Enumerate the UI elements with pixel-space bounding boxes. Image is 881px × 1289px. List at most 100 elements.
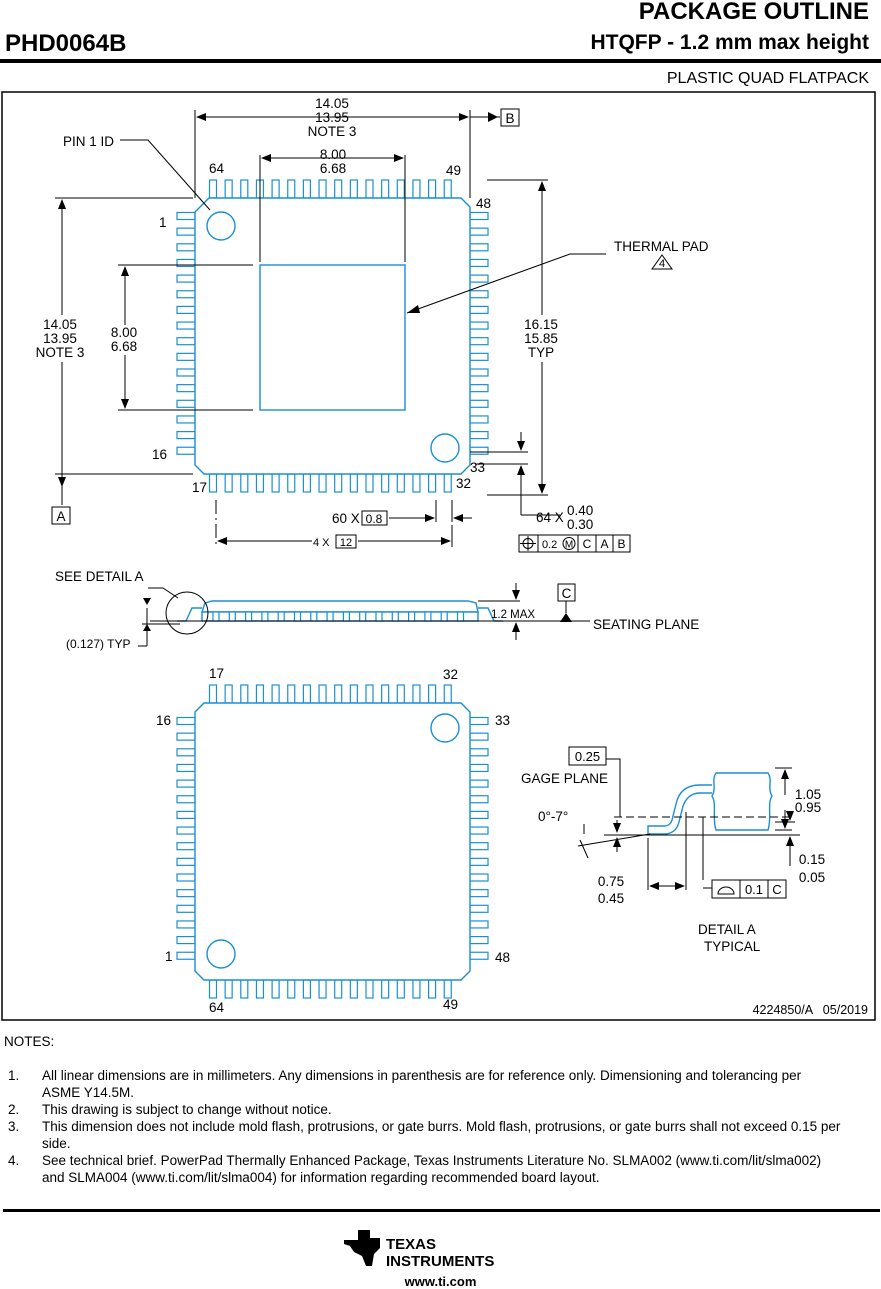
- standoff-ref: (0.127) TYP: [66, 637, 130, 651]
- pin-49-label: 49: [446, 163, 461, 178]
- flatness-frame: 0.1 C: [711, 879, 787, 899]
- lead: [412, 684, 421, 704]
- lead: [318, 473, 327, 493]
- datum-b: B: [505, 111, 514, 126]
- pitch-box: [361, 510, 388, 526]
- span-typ: TYP: [528, 345, 554, 360]
- lead: [212, 611, 220, 622]
- lead: [271, 684, 280, 704]
- lead: [224, 473, 233, 493]
- lead: [391, 611, 399, 622]
- lead: [176, 857, 196, 866]
- pin-1-label: 1: [159, 215, 167, 230]
- lead: [381, 473, 390, 493]
- lead: [365, 684, 374, 704]
- lead: [424, 611, 432, 622]
- lead: [176, 810, 196, 820]
- lead: [396, 979, 405, 999]
- lead: [469, 305, 489, 314]
- pin-32-label: 32: [456, 476, 471, 491]
- lead: [176, 399, 196, 408]
- drawing-number: 4224850/A 05/2019: [753, 1003, 868, 1017]
- lead-height-max: 1.05: [795, 787, 821, 802]
- lead: [443, 473, 452, 493]
- lead: [469, 321, 489, 330]
- lead: [176, 732, 196, 741]
- detail-a-view: [647, 772, 773, 835]
- page-title: PACKAGE OUTLINE: [638, 0, 869, 25]
- lead: [469, 716, 489, 726]
- bottom-view-body: [194, 702, 471, 981]
- gage-label: GAGE PLANE: [521, 771, 608, 786]
- lead: [287, 473, 296, 493]
- flatness-datum: C: [772, 882, 781, 897]
- lead: [310, 611, 318, 622]
- footer-rule: [3, 1209, 880, 1212]
- profile-surface-icon: [717, 886, 735, 895]
- note-triangle-icon: [651, 254, 673, 270]
- lead: [443, 179, 452, 199]
- drawing-frame: [1, 91, 876, 1021]
- lead: [469, 904, 489, 913]
- lead: [408, 611, 416, 622]
- lead: [302, 684, 311, 704]
- lead: [396, 684, 405, 704]
- bottom-pin1-mark: [206, 939, 236, 969]
- lead: [469, 732, 489, 741]
- lead: [293, 611, 302, 622]
- lead: [176, 211, 196, 221]
- pin1-marker: [206, 211, 236, 241]
- header-rule: [0, 59, 881, 63]
- lead: [469, 873, 489, 882]
- bottom-pin-33: 33: [495, 713, 510, 728]
- lead: [469, 415, 489, 424]
- lead: [412, 473, 421, 493]
- pad-width-min: 6.68: [320, 161, 346, 176]
- lead: [469, 243, 489, 252]
- lead: [469, 384, 489, 393]
- lead: [261, 611, 269, 622]
- tolerance-modifier: M: [565, 540, 573, 551]
- max-height: 1.2 MAX: [491, 609, 535, 621]
- foot-min: 0.45: [598, 891, 624, 906]
- bottom-view-leads: [176, 684, 489, 999]
- lead: [176, 431, 196, 440]
- notes-title: NOTES:: [4, 1034, 55, 1049]
- lead: [334, 179, 343, 199]
- pin-17-label: 17: [192, 480, 207, 495]
- lead: [176, 763, 196, 773]
- group-box: [335, 534, 357, 549]
- lead: [240, 179, 249, 199]
- lead: [176, 368, 196, 377]
- lead: [176, 321, 196, 330]
- lead: [326, 611, 334, 622]
- lead: [469, 274, 489, 283]
- standoff-max: 0.15: [799, 852, 825, 867]
- note-number: 4.: [8, 1153, 20, 1168]
- datum-c: C: [562, 586, 572, 601]
- lead: [176, 904, 196, 913]
- bottom-pin-48: 48: [495, 950, 510, 965]
- lead: [208, 473, 218, 493]
- lead: [228, 611, 236, 622]
- lead: [342, 611, 350, 622]
- height-min: 13.95: [43, 331, 77, 346]
- lead: [176, 826, 196, 835]
- lead: [176, 352, 196, 361]
- lead: [469, 826, 489, 835]
- lead: [469, 763, 489, 773]
- thermal-pad: [259, 264, 406, 411]
- lead: [287, 979, 296, 999]
- lead: [349, 979, 358, 999]
- logo-line-2: INSTRUMENTS: [386, 1253, 494, 1270]
- detail-a-callout: SEE DETAIL A: [55, 569, 144, 584]
- bottom-pin-16: 16: [156, 713, 171, 728]
- lead: [287, 684, 296, 704]
- lead: [208, 179, 218, 199]
- lead: [412, 179, 421, 199]
- lead: [428, 684, 437, 704]
- tolerance-datum-3: B: [617, 537, 625, 551]
- logo-line-1: TEXAS: [386, 1236, 436, 1253]
- lead: [176, 873, 196, 882]
